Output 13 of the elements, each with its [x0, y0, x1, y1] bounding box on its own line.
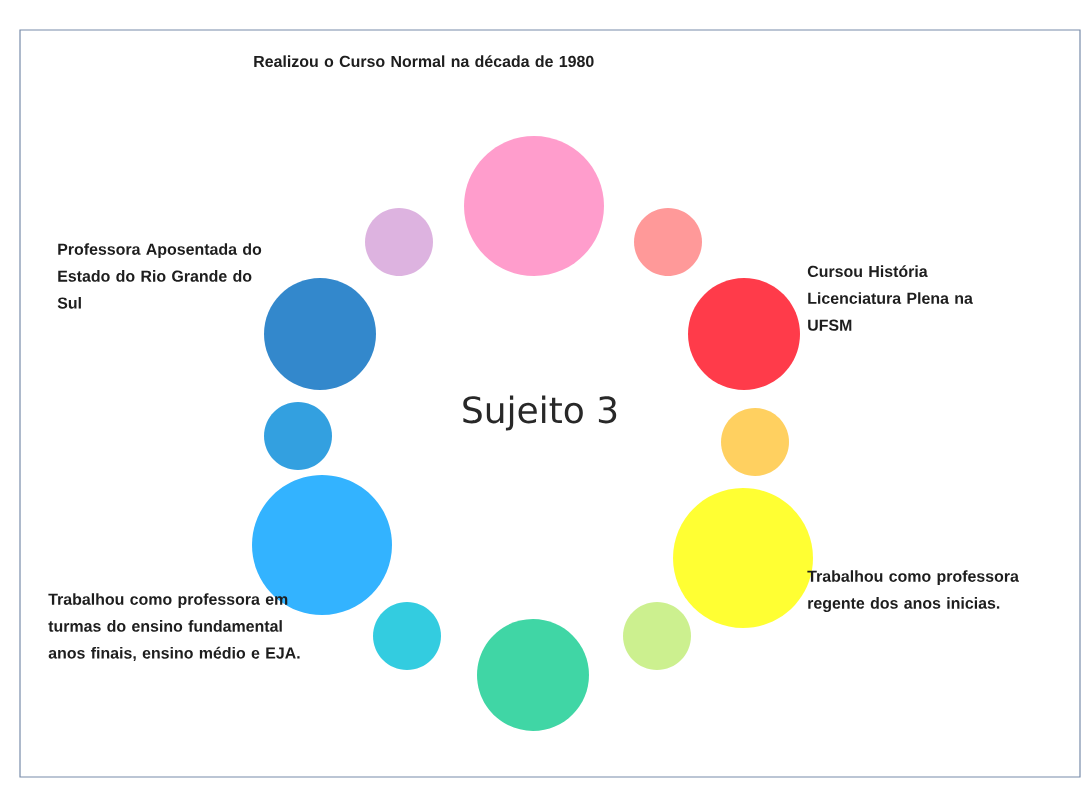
- circle: [365, 208, 433, 276]
- circle: [688, 278, 800, 390]
- text-label: Realizou o Curso Normal na década de 1980: [254, 55, 594, 68]
- circle: [464, 136, 604, 276]
- circle: [477, 619, 589, 731]
- circle: [721, 408, 789, 476]
- circle: [264, 402, 332, 470]
- circle: [623, 602, 691, 670]
- center-label: Sujeito 3: [463, 395, 617, 431]
- text-label: Professora Aposentada do Estado do Rio Grande do Sul: [57, 243, 262, 309]
- circle: [373, 602, 441, 670]
- circle: [634, 208, 702, 276]
- circle: [264, 278, 376, 390]
